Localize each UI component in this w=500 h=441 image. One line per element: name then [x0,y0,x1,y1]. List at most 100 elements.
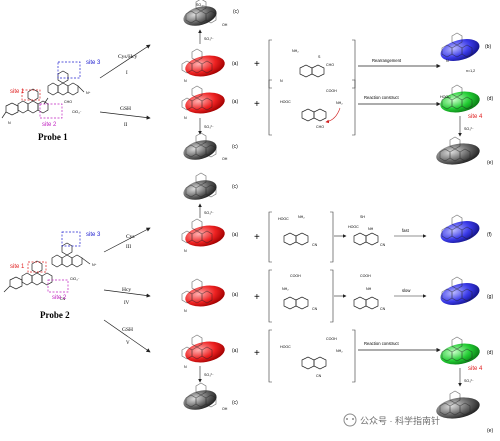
n-r1: N [280,79,283,83]
cn-r5: CN [316,374,322,378]
probe-2-cn-group: CN [60,297,66,301]
label-c-2: (c) [232,144,238,150]
roman-i: I [126,71,128,76]
bracket-left-5 [268,329,272,383]
label-c-1: (c) [233,9,239,15]
hooc-r5: HOOC [280,345,291,349]
bracket-left-2 [268,79,272,136]
reagent-intermediate-4b: COOH NH CN [353,274,386,311]
probe-2-clo4-counterion: ClO₄⁻ [70,277,80,281]
plus-3: + [254,232,260,243]
probe-1-structure: CHO ClO₄⁻ N⁺ N [1,61,91,125]
probe-2-site-1-label: site 1 [10,264,25,270]
hooc-r3: HOOC [278,217,289,221]
label-g: (g) [487,294,493,300]
roman-iii: III [126,245,131,250]
so3-label: SO₃– [196,3,205,7]
reagent-intermediate-1: NH₂ S CHO N [280,49,334,83]
product-c-top: SO₃– OH [183,0,228,27]
label-c-4: (c) [232,400,238,406]
product-e-2 [436,390,480,419]
label-d-1: (d) [487,96,493,102]
intermediate-a-3: N [181,218,225,253]
reaction-construct-label-1: Reaction construct [364,95,400,100]
plus-2: + [254,99,260,110]
nh2-r4: NH₂ [282,287,289,291]
arrow-reaction-v [103,319,151,353]
s-r1: S [318,55,321,59]
intermediate-a-5: N [181,334,225,369]
cn-r3b: CN [380,243,386,247]
reagent-intermediate-3b: SH HOOC NH CN [348,215,386,247]
label-b: (b) [485,44,491,50]
nh-r4b: NH [366,287,372,291]
plus-4: + [254,292,260,303]
probe-2-site-2-label: site 2 [52,295,67,301]
watermark: 公众号 · 科学指南针 [343,413,440,427]
product-f [440,214,480,243]
probe-1-title: Probe 1 [38,132,68,142]
nh2-r3: NH₂ [298,215,305,219]
product-d-1: HOOC [440,84,480,113]
bracket-right-5 [352,329,356,383]
hooc-d1: HOOC [440,95,451,99]
roman-v: V [126,341,130,346]
so3-above-a1: SO₃²⁻ [204,37,214,41]
probe-1-site-1-box [21,89,41,101]
nh-r3b: NH [368,227,374,231]
site-4-label-2: site 4 [468,366,483,372]
probe-1-n-left: N [8,121,11,125]
hooc-r3b: HOOC [348,225,359,229]
label-e-1: (e) [487,160,493,166]
watermark-text: 公众号 · 科学指南针 [360,415,440,426]
bracket-right-3 [330,211,334,263]
probe-1-clo4-counterion: ClO₄⁻ [72,110,82,114]
arrow-reaction-ii [99,111,151,120]
condition-ii: GSH [120,106,131,112]
probe-2-title: Probe 2 [40,310,70,320]
slow-label: slow [402,288,411,293]
so3-a2: SO₃²⁻ [204,125,214,129]
label-e-2: (e) [487,428,493,434]
cooh-r4: COOH [290,274,301,278]
probe-2-site-3-box [61,231,81,247]
so3-a3: SO₃²⁻ [204,211,214,215]
so3-d2: SO₃²⁻ [464,379,474,383]
n-a5: N [184,365,187,369]
plus-1: + [254,59,260,70]
intermediate-a-4: N [181,278,225,313]
product-d-2 [440,336,480,365]
reagent-intermediate-5: HOOC COOH NH₂ CN [280,337,343,378]
probe-2-site-2-box [47,279,69,293]
n-eq-label: n=1,2 [466,69,475,73]
rearrangement-label: Rearrangement [372,58,402,63]
probe-1-site-2-label: site 2 [42,122,57,128]
oh-c2: OH [222,157,228,161]
intermediate-a-1: N [181,48,225,83]
nh2-r5: NH₂ [336,349,343,353]
bracket-right-2 [352,79,356,136]
product-c-3 [183,172,217,200]
nh2-r1: NH₂ [292,49,299,53]
probe-1-site-1-label: site 1 [10,89,25,95]
oh-c4: OH [222,407,228,411]
cn-r4: CN [312,307,318,311]
label-a-3: (a) [232,232,238,238]
nh2-r2: NH₂ [336,101,343,105]
reagent-intermediate-3: HOOC NH₂ CN [278,215,318,247]
fast-label: fast [402,228,410,233]
label-f: (f) [487,232,492,238]
cho-r2: CHO [316,125,324,129]
n-a3: N [184,249,187,253]
product-c-4: OH [183,382,228,411]
probe-1-site-3-label: site 3 [86,60,101,66]
roman-ii: II [124,123,128,128]
oh-label: OH [222,23,228,27]
product-e-1 [436,136,480,165]
probe-1-site-3-box [57,61,81,79]
product-c-2: OH [183,132,228,161]
reagent-intermediate-2: HOOC COOH NH₂ CHO [280,89,343,129]
bracket-left-1 [268,39,272,89]
n-a4: N [184,309,187,313]
condition-iv: Hcy [122,287,131,293]
